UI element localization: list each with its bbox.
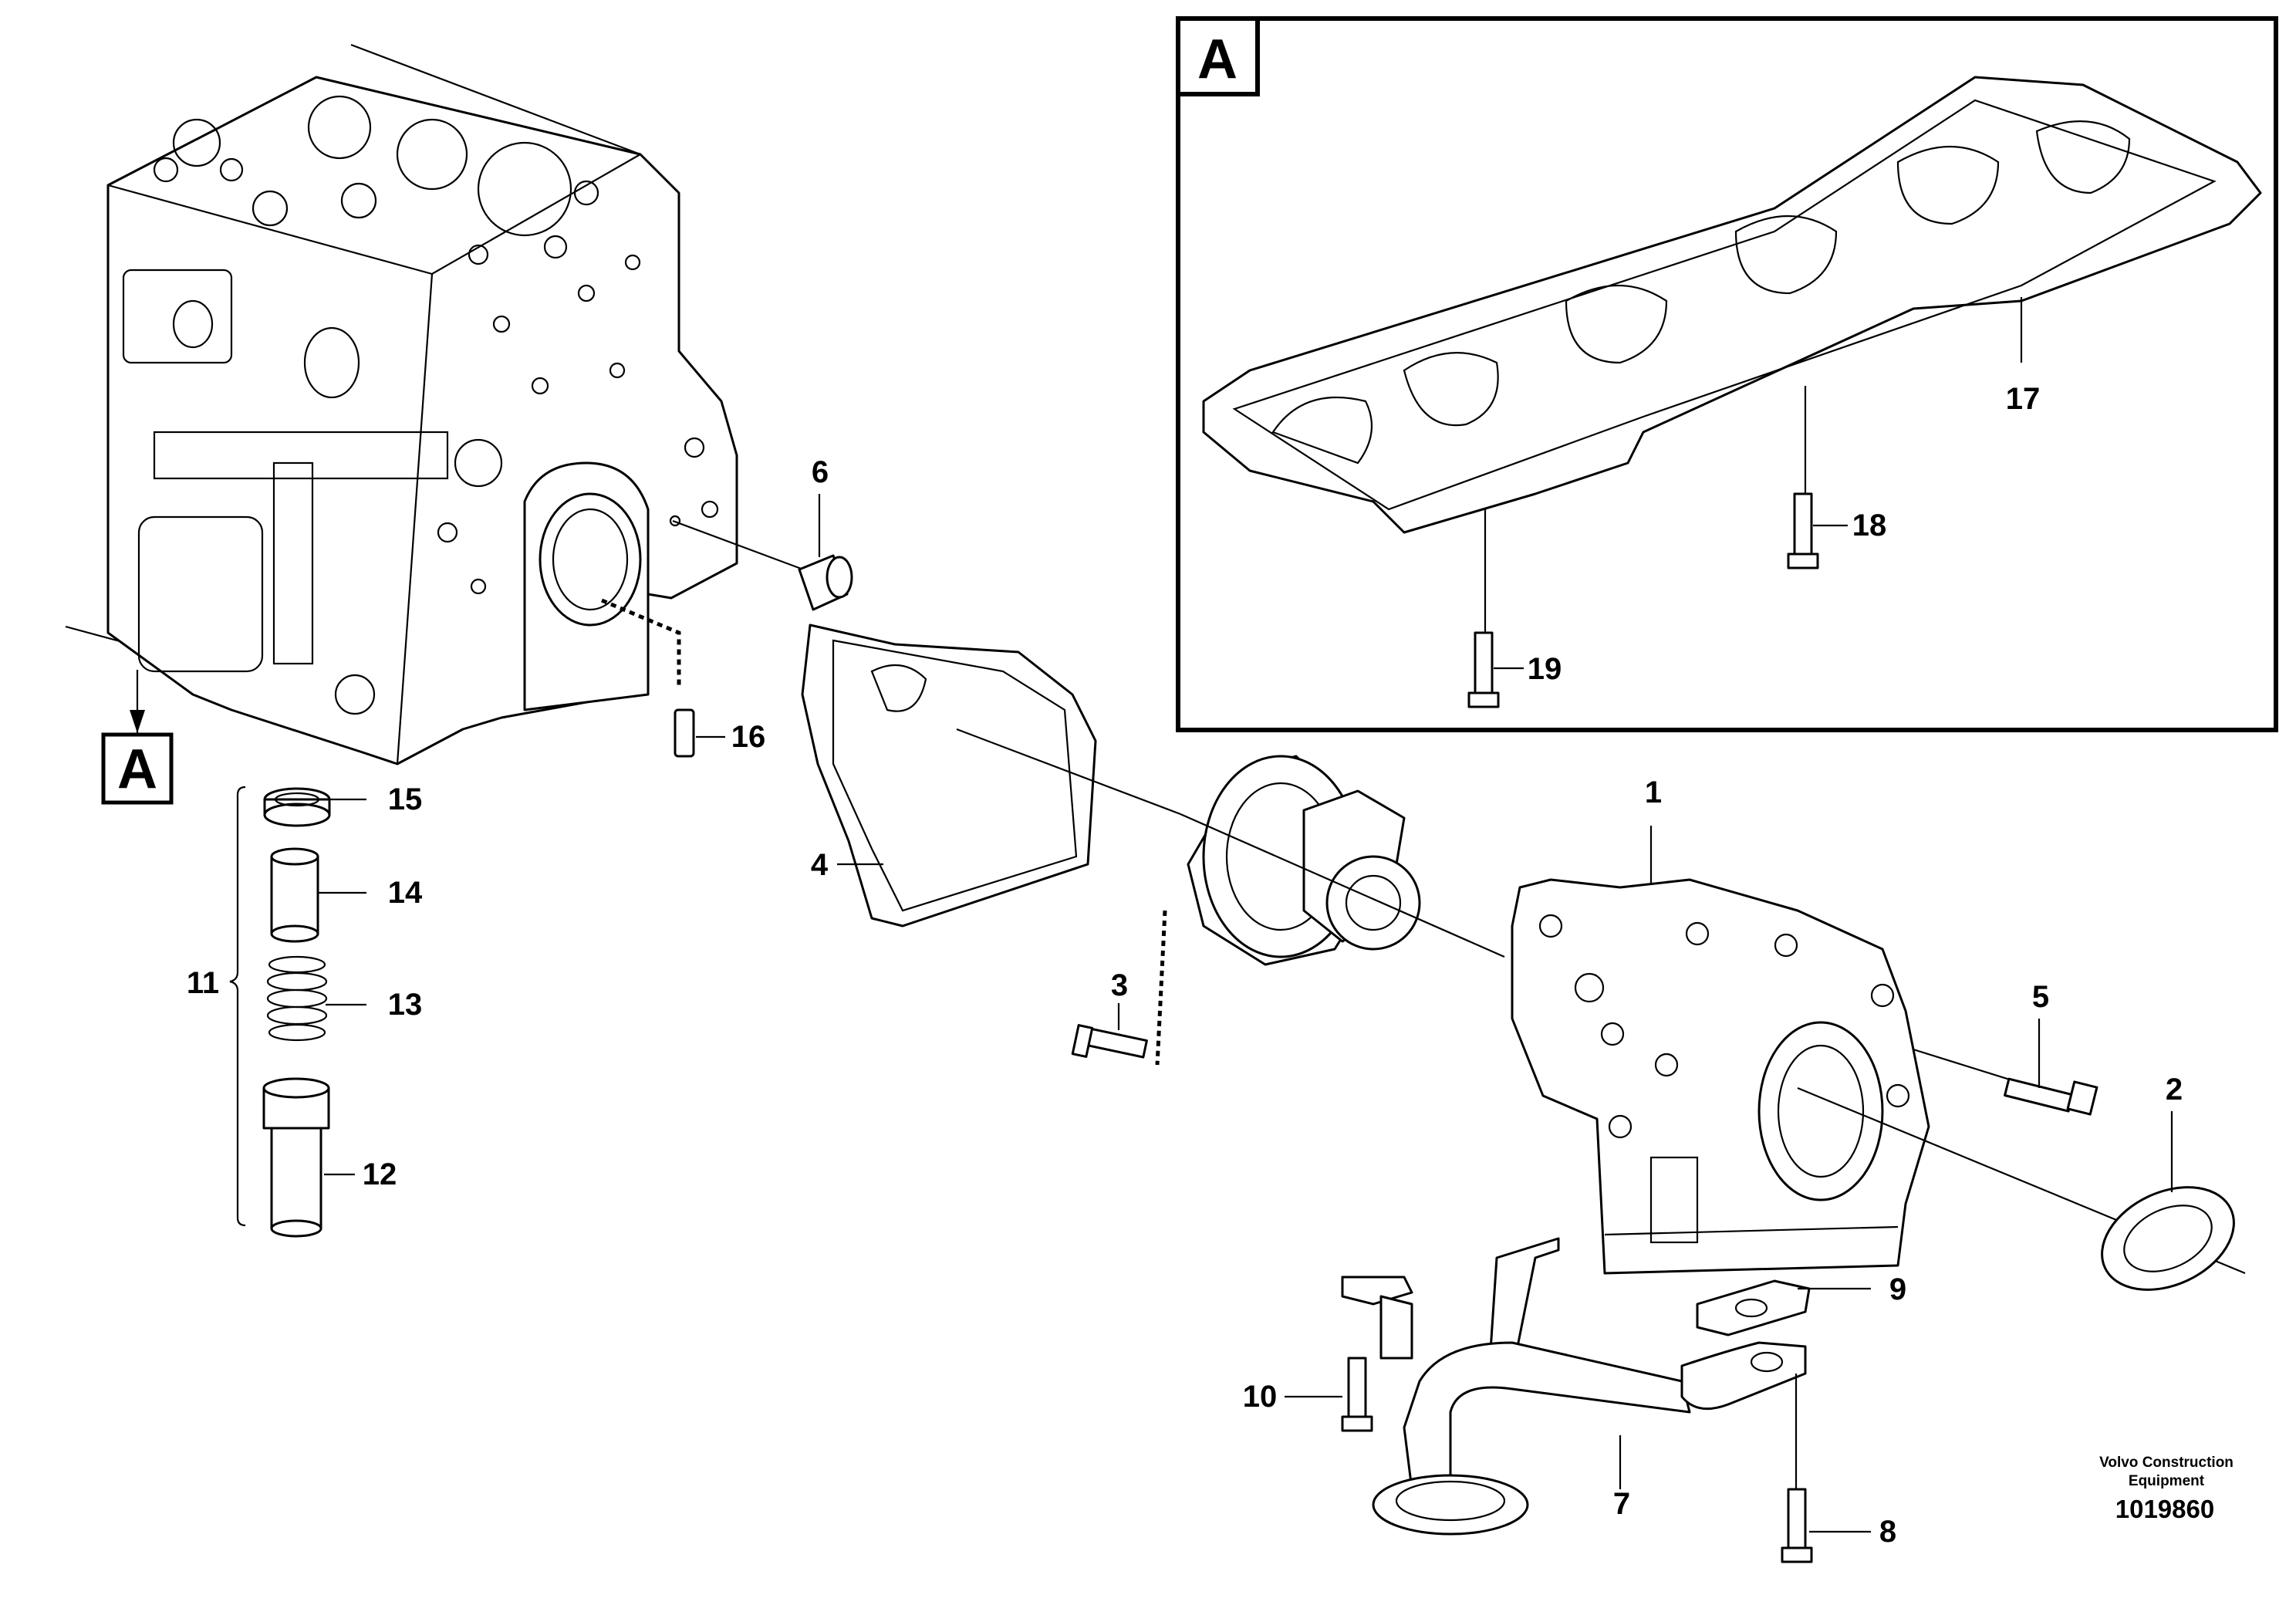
label-2: 2 bbox=[2166, 1073, 2183, 1107]
bolt-8 bbox=[1781, 1488, 1813, 1563]
label-10: 10 bbox=[1243, 1380, 1278, 1414]
relief-valve-assembly-11 bbox=[229, 786, 331, 1238]
label-8: 8 bbox=[1879, 1515, 1896, 1549]
gasket-9 bbox=[1696, 1279, 1811, 1336]
label-12: 12 bbox=[363, 1157, 397, 1191]
label-17: 17 bbox=[2006, 382, 2041, 416]
label-7: 7 bbox=[1613, 1487, 1630, 1521]
bolt-5 bbox=[2004, 1077, 2098, 1116]
pump-rotor-set bbox=[1187, 755, 1421, 966]
label-16: 16 bbox=[731, 720, 766, 754]
label-5: 5 bbox=[2032, 980, 2049, 1014]
engine-block bbox=[65, 43, 738, 765]
crankshaft-seal-2 bbox=[2101, 1186, 2235, 1291]
drawing-number: 1019860 bbox=[2115, 1495, 2214, 1523]
label-14: 14 bbox=[388, 876, 423, 910]
drawing-footer: Volvo Construction Equipment 1019860 bbox=[2099, 1455, 2234, 1523]
bolt-3 bbox=[1071, 1024, 1148, 1059]
brand-line-2: Equipment bbox=[2129, 1473, 2205, 1489]
label-15: 15 bbox=[388, 782, 423, 816]
bolt-18 bbox=[1787, 492, 1819, 569]
oil-pump-housing bbox=[1511, 878, 1930, 1275]
valve-sleeve-12 bbox=[262, 1077, 330, 1238]
section-view-marker: A bbox=[101, 670, 174, 805]
gasket-4 bbox=[801, 623, 1181, 928]
oil-suction-pipe-7 bbox=[1341, 1237, 1807, 1536]
section-marker-letter: A bbox=[117, 738, 157, 800]
piston-14 bbox=[270, 847, 319, 943]
label-9: 9 bbox=[1889, 1272, 1906, 1306]
spring-13 bbox=[266, 955, 328, 1042]
part-labels: 1 2 3 4 5 6 7 8 9 10 11 12 13 14 15 16 1… bbox=[187, 382, 2183, 1549]
detail-inset-A: A bbox=[1176, 16, 2278, 732]
sealing-ring-15 bbox=[263, 787, 331, 827]
label-1: 1 bbox=[1645, 776, 1662, 809]
label-19: 19 bbox=[1528, 652, 1562, 686]
label-3: 3 bbox=[1111, 968, 1128, 1002]
bushing-6 bbox=[798, 554, 853, 611]
label-11: 11 bbox=[187, 966, 219, 1000]
label-6: 6 bbox=[812, 455, 829, 489]
brand-line-1: Volvo Construction bbox=[2099, 1455, 2234, 1471]
inset-letter: A bbox=[1197, 29, 1237, 90]
label-4: 4 bbox=[811, 848, 829, 882]
bolt-19 bbox=[1467, 631, 1500, 708]
label-18: 18 bbox=[1852, 509, 1887, 542]
dowel-pin-16 bbox=[674, 708, 695, 758]
bolt-10 bbox=[1341, 1357, 1373, 1432]
label-13: 13 bbox=[388, 988, 423, 1022]
